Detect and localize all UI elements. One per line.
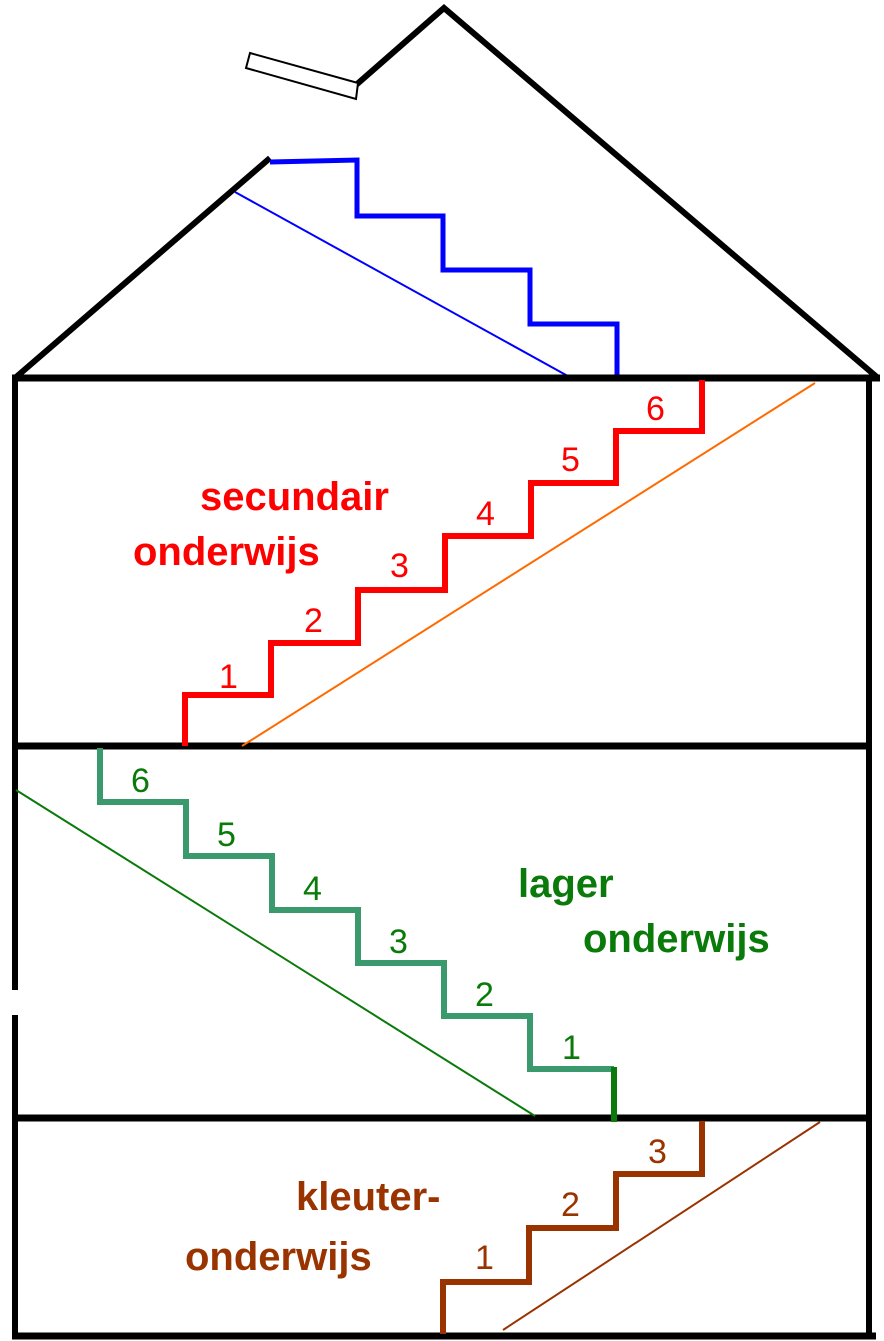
secundair-step-label: 6 [646, 390, 665, 428]
secundair-step-label: 3 [390, 547, 409, 585]
lager-step-label: 6 [131, 762, 150, 800]
attic-stairs-diagonal [234, 191, 576, 381]
kleuter-title-line1: kleuter- [296, 1175, 441, 1219]
lager-title-line1: lager [518, 862, 614, 906]
secundair-step-label: 4 [476, 495, 495, 533]
lager-step-label: 1 [562, 1029, 581, 1067]
lager-step-label: 4 [303, 870, 322, 908]
secundair-title-line2: onderwijs [133, 530, 320, 574]
lager-title-line2: onderwijs [583, 917, 770, 961]
secundair-title-line1: secundair [200, 475, 389, 519]
kleuter-stairs [440, 1121, 705, 1334]
secundair-stairs [182, 380, 705, 746]
secundair-step-label: 5 [561, 441, 580, 479]
kleuter-stairs-diagonal [502, 1121, 821, 1331]
secundair-step-label: 2 [304, 602, 323, 640]
lager-stairs-diagonal [15, 789, 536, 1117]
kleuter-step-label: 1 [475, 1239, 494, 1277]
lager-stairs [97, 748, 614, 1072]
chimney [244, 51, 360, 101]
lager-step-label: 3 [389, 923, 408, 961]
roof-outline-left [13, 155, 272, 381]
attic-stairs [269, 157, 620, 376]
lager-step-label: 5 [217, 816, 236, 854]
roof-outline [354, 4, 880, 381]
kleuter-title-line2: onderwijs [185, 1235, 372, 1279]
kleuter-step-label: 2 [561, 1186, 580, 1224]
secundair-stairs-diagonal [241, 382, 816, 747]
kleuter-step-label: 3 [648, 1133, 667, 1171]
secundair-step-label: 1 [219, 658, 238, 696]
lager-step-label: 2 [475, 976, 494, 1014]
